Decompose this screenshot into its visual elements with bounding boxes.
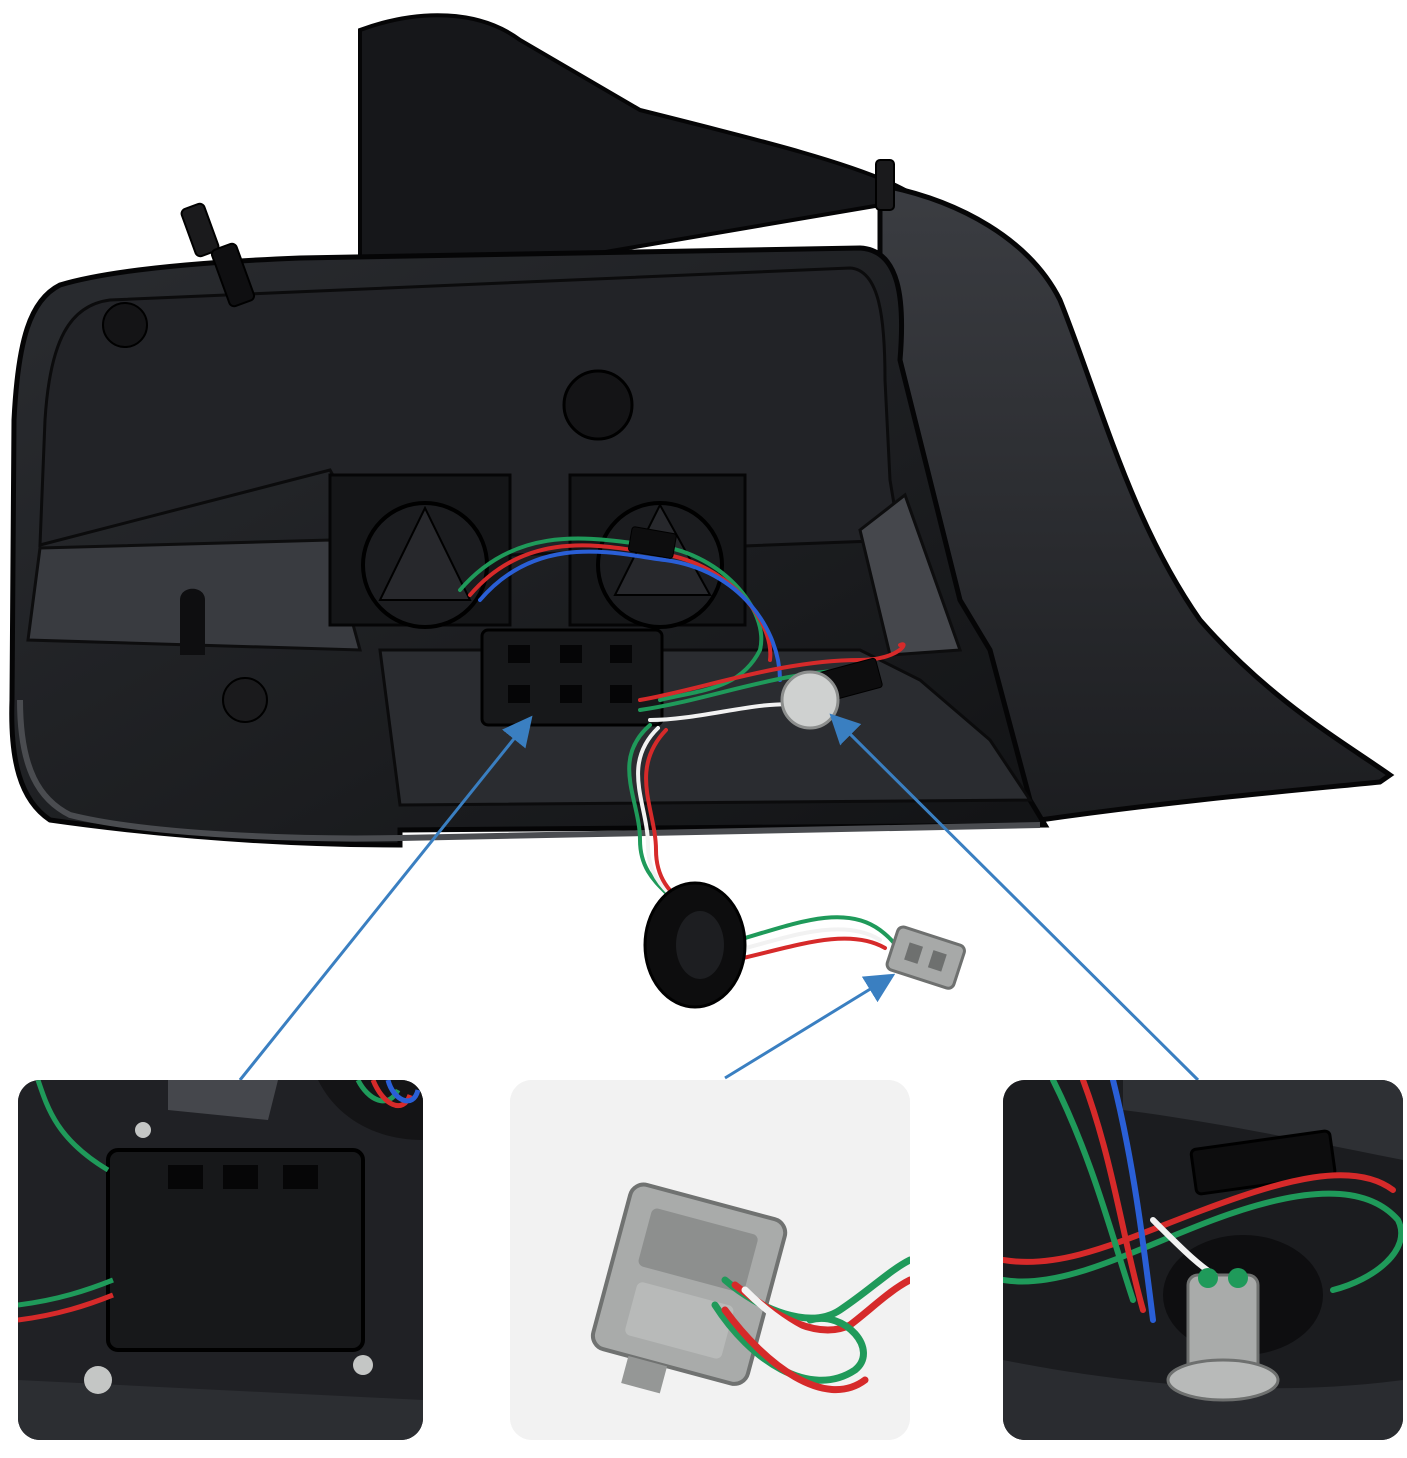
control-module: [480, 628, 664, 727]
gray-socket: [1166, 1268, 1280, 1402]
housing-wing: [877, 181, 1395, 823]
round-boss: [562, 369, 634, 441]
bulb-socket-icon: [1003, 1080, 1403, 1440]
right-step: [858, 492, 963, 657]
gray-plug: [885, 925, 966, 990]
mounting-stud-left: [180, 202, 256, 308]
arrow-to-plug-inset: [724, 973, 896, 1080]
lens-rim: [17, 699, 1041, 842]
inline-connector-top: [628, 526, 677, 559]
inset-control-module: [18, 1080, 423, 1440]
mounting-stud-right: [875, 159, 895, 211]
gray-connector-plug-icon: [510, 1080, 910, 1440]
control-module-icon: [18, 1080, 423, 1440]
arrow-to-socket-inset: [829, 713, 1200, 1082]
inset-bulb-socket: [1003, 1080, 1403, 1440]
inset-gray-plug: [510, 1080, 910, 1440]
bulb-socket-left: [328, 473, 512, 629]
housing-fin: [358, 13, 913, 273]
arrow-to-module-inset: [238, 715, 533, 1081]
socket-grommet: [780, 670, 840, 730]
